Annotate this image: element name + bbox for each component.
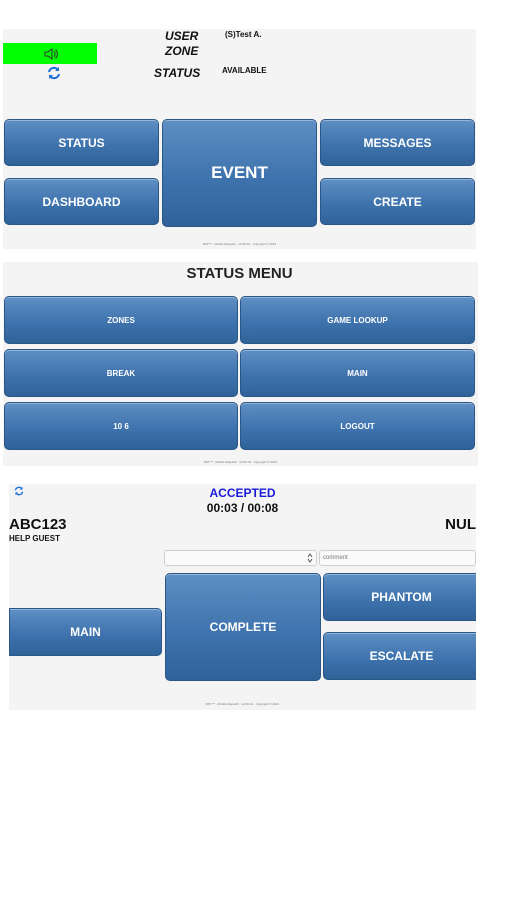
footer-text: RST™ · Mobile Dispatch · v2.60.01 · Copy… xyxy=(202,242,277,246)
break-button[interactable]: BREAK xyxy=(4,349,238,397)
event-id: ABC123 xyxy=(9,516,67,533)
sound-toggle[interactable] xyxy=(3,43,97,64)
comment-input[interactable] xyxy=(319,550,476,566)
status-menu-panel: STATUS MENU ZONES GAME LOOKUP BREAK MAIN… xyxy=(3,262,478,466)
footer-text: RST™ · Mobile Dispatch · v2.60.01 · Copy… xyxy=(205,702,280,706)
event-timer: 00:03 / 00:08 xyxy=(206,501,279,515)
main-button[interactable]: MAIN xyxy=(9,608,162,656)
event-detail-panel: ACCEPTED 00:03 / 00:08 ABC123 HELP GUEST… xyxy=(9,484,476,710)
refresh-icon[interactable] xyxy=(14,486,24,496)
dashboard-button[interactable]: DASHBOARD xyxy=(4,178,159,225)
event-button[interactable]: EVENT xyxy=(162,119,317,227)
status-label: STATUS xyxy=(154,66,201,80)
event-type: HELP GUEST xyxy=(9,534,60,543)
escalate-button[interactable]: ESCALATE xyxy=(323,632,476,680)
refresh-icon[interactable] xyxy=(47,66,61,80)
create-button[interactable]: CREATE xyxy=(320,178,475,225)
messages-button[interactable]: MESSAGES xyxy=(320,119,475,166)
phantom-button[interactable]: PHANTOM xyxy=(323,573,476,621)
status-button[interactable]: STATUS xyxy=(4,119,159,166)
user-value: (S)Test A. xyxy=(225,30,262,39)
complete-button[interactable]: COMPLETE xyxy=(165,573,321,681)
logout-button[interactable]: LOGOUT xyxy=(240,402,475,450)
zone-label: ZONE xyxy=(165,44,199,58)
speaker-icon xyxy=(44,46,58,61)
zones-button[interactable]: ZONES xyxy=(4,296,238,344)
chevron-updown-icon xyxy=(307,553,313,563)
status-value: AVAILABLE xyxy=(222,66,267,75)
user-label: USER xyxy=(165,29,199,43)
ten-six-button[interactable]: 10 6 xyxy=(4,402,238,450)
footer-text: RST™ · Mobile Dispatch · v2.60.01 · Copy… xyxy=(203,460,278,464)
page-title: STATUS MENU xyxy=(186,265,293,282)
reason-select[interactable] xyxy=(164,550,317,566)
right-value: NUL xyxy=(445,516,476,533)
game-lookup-button[interactable]: GAME LOOKUP xyxy=(240,296,475,344)
main-button[interactable]: MAIN xyxy=(240,349,475,397)
event-status: ACCEPTED xyxy=(209,486,276,500)
home-panel: USER (S)Test A. ZONE STATUS AVAILABLE ST… xyxy=(3,29,476,249)
